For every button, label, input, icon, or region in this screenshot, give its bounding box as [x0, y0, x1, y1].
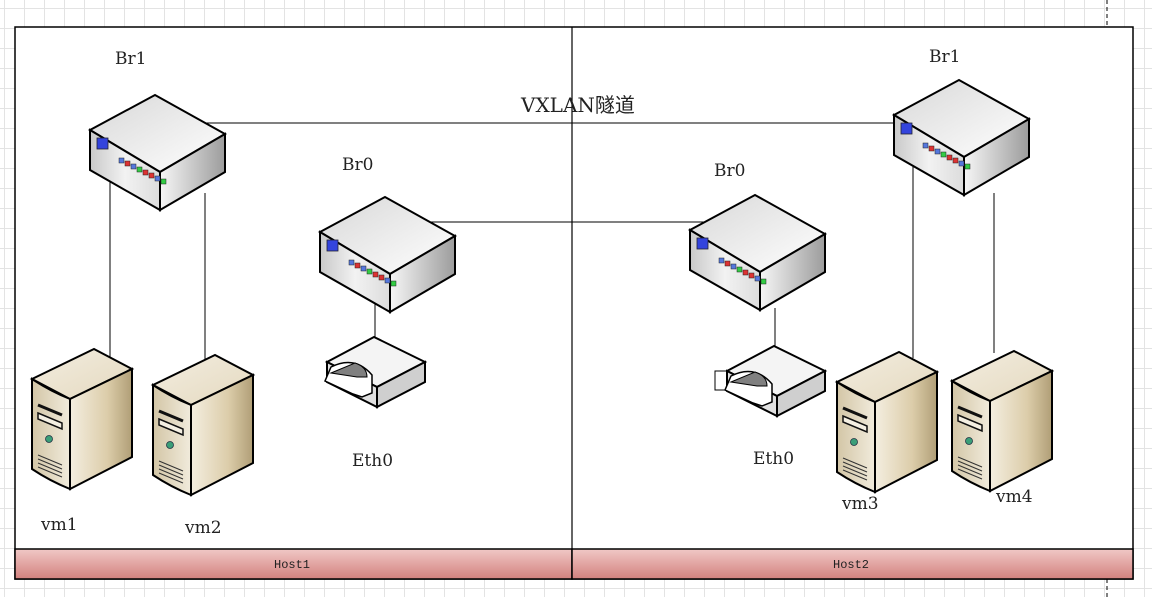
host1-label: Host1 [274, 558, 310, 572]
host2-eth0-label: Eth0 [753, 449, 794, 469]
host2-footer [571, 548, 1134, 580]
host1-eth0-label: Eth0 [352, 451, 393, 471]
host2-label: Host2 [833, 558, 869, 572]
host1-br0-label: Br0 [342, 155, 373, 175]
vm4-label: vm4 [995, 487, 1033, 507]
vm2-label: vm2 [184, 518, 222, 538]
vm1-label: vm1 [40, 515, 78, 535]
vm3-label: vm3 [841, 494, 879, 514]
host1-br1-label: Br1 [115, 49, 146, 69]
host2-br1-label: Br1 [929, 47, 960, 67]
vxlan-tunnel-label: VXLAN隧道 [520, 93, 635, 117]
host2-br0-label: Br0 [714, 161, 745, 181]
